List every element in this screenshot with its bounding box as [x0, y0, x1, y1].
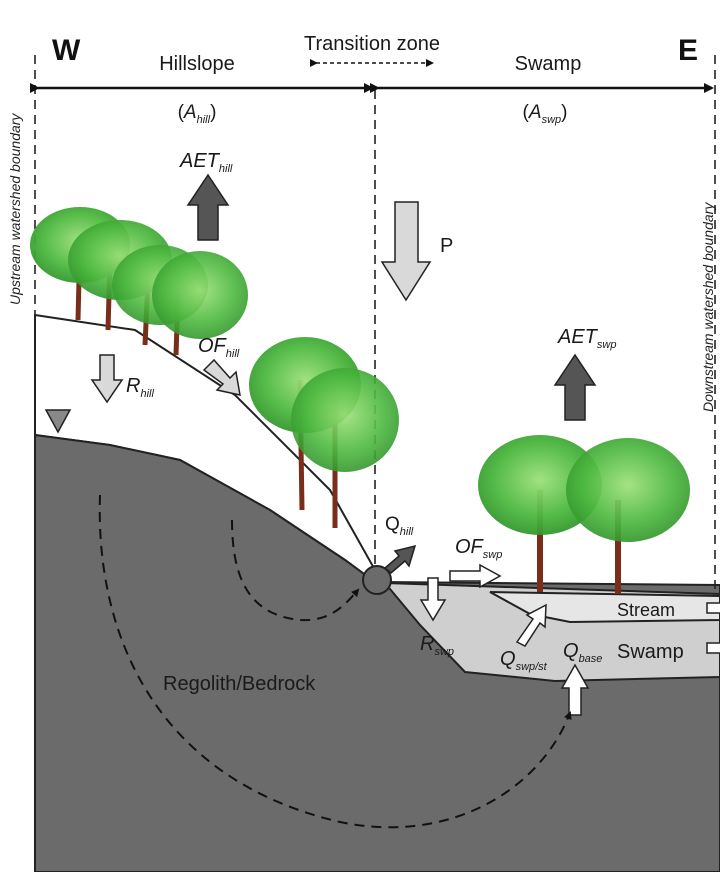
area-swp-label: (Aswp)	[523, 102, 568, 126]
swamp-trees	[478, 435, 690, 594]
r-hill-arrow	[90, 354, 124, 404]
area-hill-label: (Ahill)	[178, 102, 217, 126]
swamp-outlet	[706, 642, 720, 654]
hillslope-label: Hillslope	[159, 53, 235, 75]
aet-swp-arrow	[553, 353, 597, 421]
precipitation-arrow	[380, 201, 432, 302]
groundwater-flowpath-long	[98, 494, 572, 829]
q-base-label: Qbase	[563, 640, 602, 665]
q-hill-label: Qhill	[385, 514, 414, 538]
q-base-arrow	[560, 663, 590, 716]
q-hill-arrow	[383, 544, 417, 574]
of-hill-arrow	[202, 358, 241, 396]
q-hill-node	[362, 565, 392, 595]
hillslope-trees	[30, 207, 248, 356]
downstream-boundary-label: Downstream watershed boundary	[700, 202, 716, 412]
west-label: W	[52, 34, 81, 67]
upstream-boundary-label: Upstream watershed boundary	[7, 113, 23, 305]
groundwater-flowpath-short	[231, 519, 360, 622]
q-swpst-arrow	[515, 603, 547, 647]
bedrock-label: Regolith/Bedrock	[163, 673, 316, 695]
water-table-triangle	[44, 409, 72, 434]
east-label: E	[678, 34, 698, 67]
of-swp-arrow	[449, 563, 502, 589]
transition-zone-label: Transition zone	[304, 33, 440, 55]
r-swp-arrow	[419, 577, 447, 622]
stream-label: Stream	[617, 600, 675, 620]
stream-outlet	[706, 602, 720, 614]
swamp-zone-label: Swamp	[617, 641, 684, 663]
swamp-header-label: Swamp	[515, 53, 582, 75]
aet-hill-label: AEThill	[179, 150, 233, 175]
r-swp-label: Rswp	[420, 633, 454, 658]
r-hill-label: Rhill	[126, 375, 154, 400]
aet-swp-label: AETswp	[557, 326, 616, 351]
q-swpst-label: Qswp/st	[500, 648, 548, 673]
bedrock-layer	[34, 433, 720, 872]
aet-hill-arrow	[186, 173, 230, 241]
of-swp-label: OFswp	[455, 536, 502, 561]
p-label: P	[440, 235, 453, 257]
stream-layer	[489, 591, 720, 624]
transition-trees	[249, 337, 399, 528]
of-hill-label: OFhill	[198, 335, 240, 360]
